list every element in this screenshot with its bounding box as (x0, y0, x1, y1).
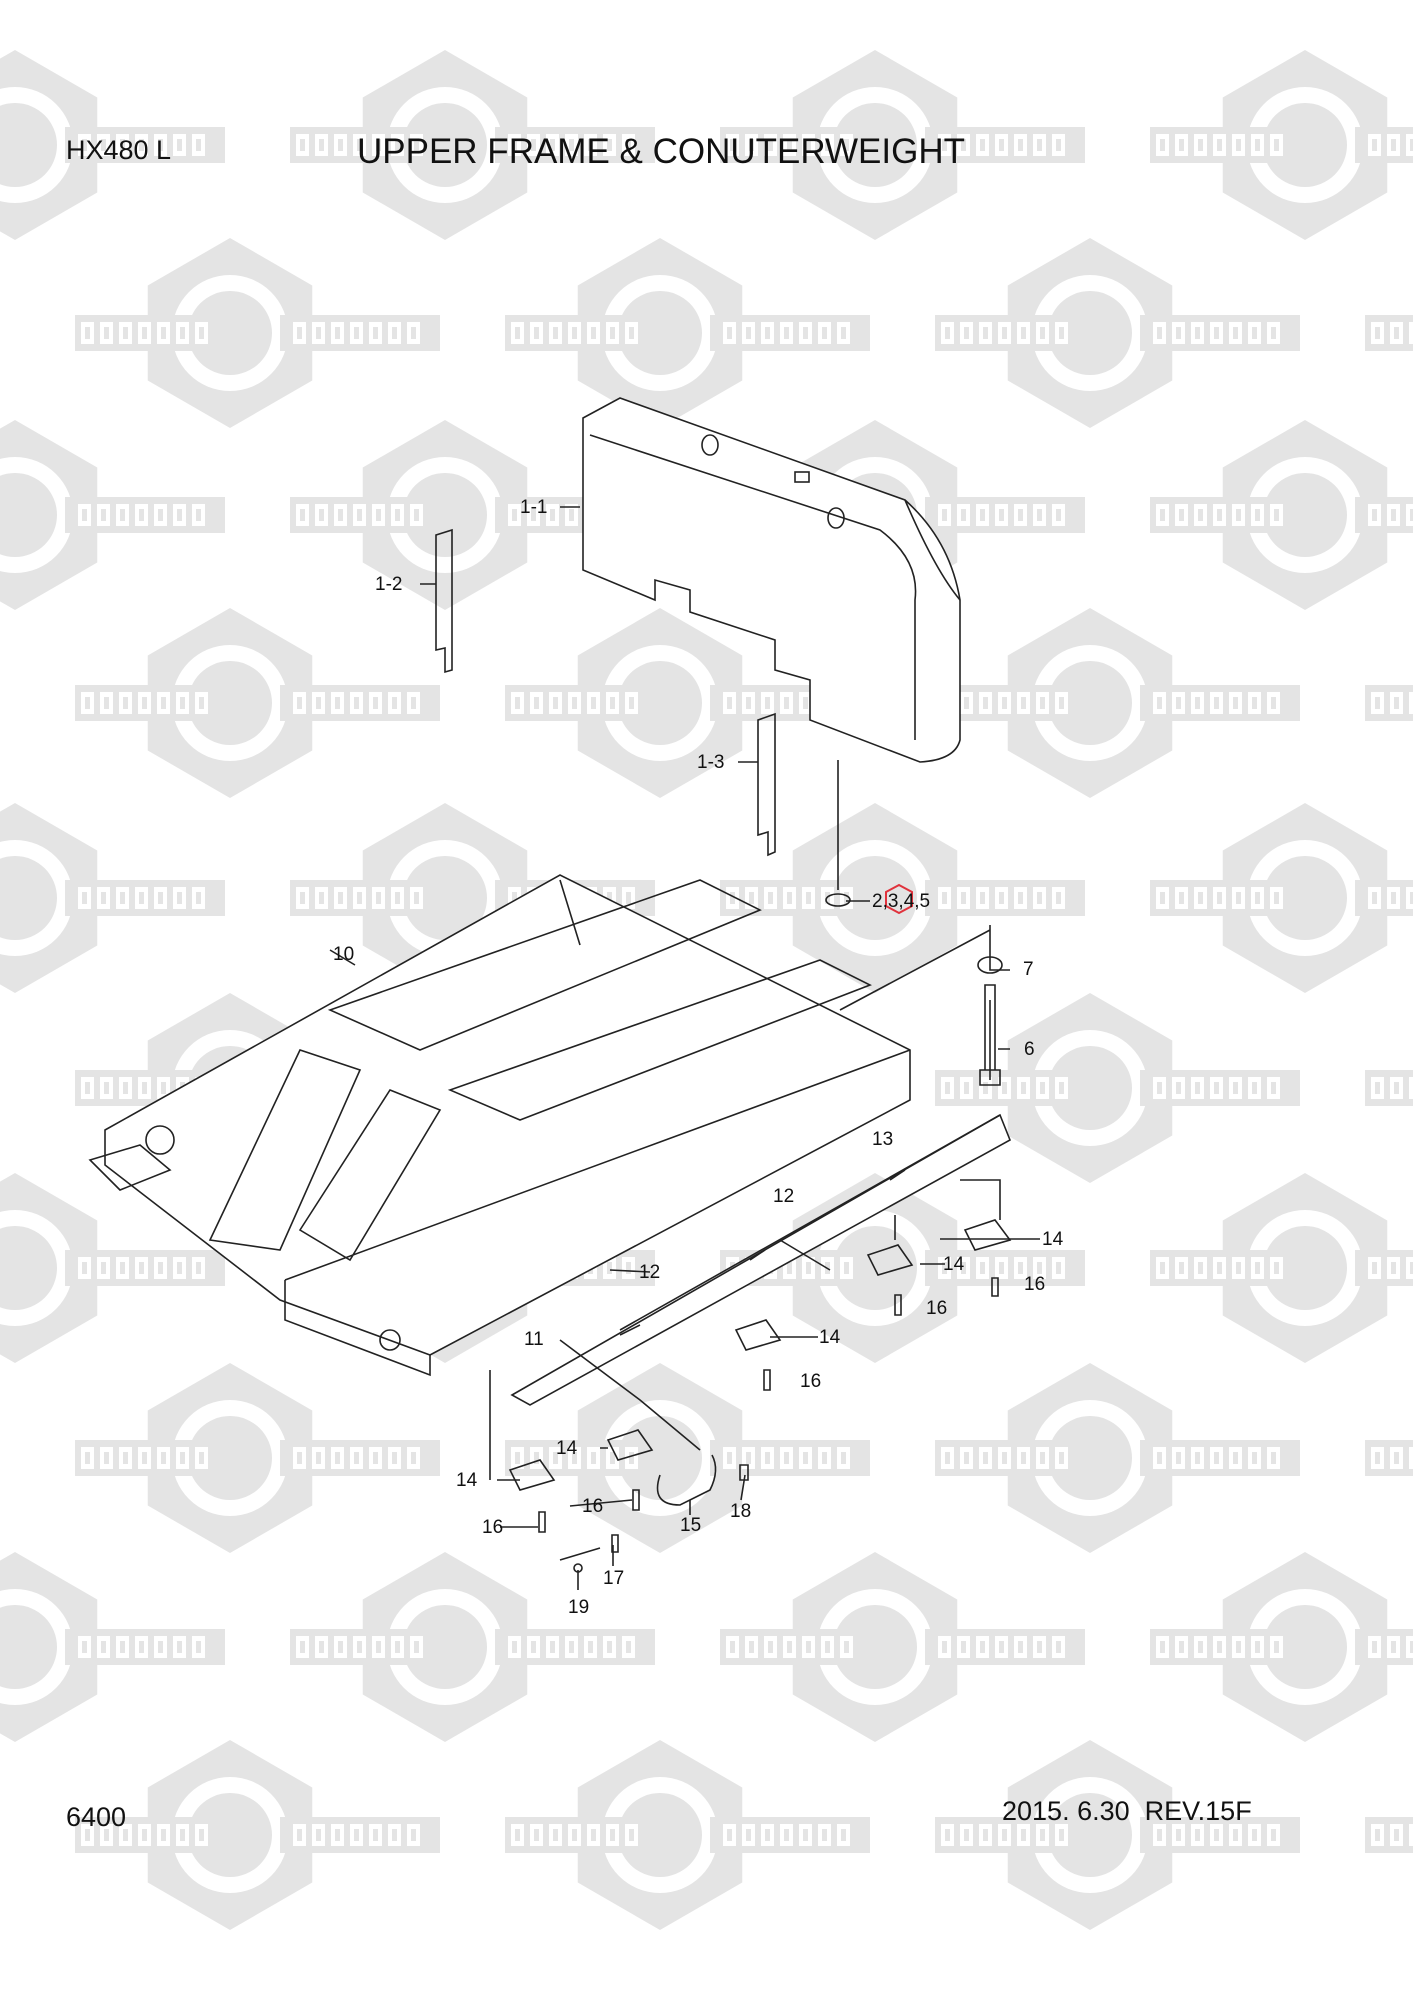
callout-13: 13 (872, 1129, 894, 1150)
bracket-part-14 (606, 1429, 654, 1461)
callout-15: 15 (680, 1515, 702, 1536)
watermark-logo (0, 1552, 225, 1742)
watermark-logo (935, 238, 1300, 428)
watermark-logo (1150, 1173, 1413, 1363)
watermark-logo (0, 420, 225, 610)
callout-18: 18 (730, 1501, 752, 1522)
callout-10: 10 (333, 944, 355, 965)
watermark-logo (0, 803, 225, 993)
callout-16: 16 (926, 1298, 948, 1319)
watermark-logo (1150, 1552, 1413, 1742)
bolt-part-16 (538, 1277, 999, 1533)
bracket-part-14 (866, 1244, 914, 1276)
callout-14: 14 (1042, 1229, 1064, 1250)
callout-1-1: 1-1 (520, 497, 548, 518)
page-number: 6400 (66, 1802, 127, 1832)
callout-1-2: 1-2 (375, 574, 403, 595)
callout-12: 12 (639, 1262, 661, 1283)
callout-17: 17 (603, 1568, 625, 1589)
leader-lines (420, 506, 1010, 1080)
washer-part-2 (825, 893, 851, 907)
callout-6: 6 (1024, 1039, 1035, 1060)
watermark-logo (75, 1363, 440, 1553)
bolt-part-6 (979, 984, 1001, 1086)
watermark-logo (505, 1740, 870, 1930)
watermark-logo (0, 1173, 225, 1363)
callout-19: 19 (568, 1597, 590, 1618)
callout-14: 14 (943, 1254, 965, 1275)
watermark-logo (1365, 1440, 1413, 1476)
callout-14: 14 (556, 1438, 578, 1459)
watermark-logo (935, 1363, 1300, 1553)
bracket-part-14 (734, 1319, 782, 1351)
model-name: HX480 L (66, 135, 172, 165)
washer-part-7 (977, 956, 1003, 974)
handle-part-15 (656, 1454, 717, 1506)
callout-16: 16 (800, 1371, 822, 1392)
watermark-logo (720, 50, 1085, 240)
callout-16: 16 (482, 1517, 504, 1538)
callout-14: 14 (456, 1470, 478, 1491)
watermark-logo (290, 50, 655, 240)
callout-2-3-4-5: 2,3,4,5 (872, 891, 931, 912)
counterweight-part-1-1 (582, 397, 961, 763)
watermark-logo (1365, 315, 1413, 351)
callout-11: 11 (524, 1329, 544, 1350)
callout-14: 14 (819, 1327, 841, 1348)
watermark-logo (0, 50, 225, 240)
watermark-logo (75, 1740, 440, 1930)
pin-part-19 (573, 1563, 583, 1573)
watermark-logo (290, 1552, 655, 1742)
bracket-part-14 (963, 1219, 1012, 1251)
watermark-logo (1365, 1817, 1413, 1853)
callout-1-3: 1-3 (697, 752, 725, 773)
watermark-logo (935, 608, 1300, 798)
step-plates-parts-11-12-13 (510, 1113, 1012, 1406)
watermark-logo (75, 238, 440, 428)
watermark-logo (1150, 50, 1413, 240)
callout-7: 7 (1023, 959, 1034, 980)
watermark-logo (505, 608, 870, 798)
watermark-logo (935, 1740, 1300, 1930)
highlight-hexagon-icon (885, 883, 913, 915)
bracket-part-14 (508, 1459, 556, 1491)
watermark-logo (1150, 803, 1413, 993)
page-title: UPPER FRAME & CONUTERWEIGHT (357, 132, 966, 171)
leader-lines (489, 1179, 1040, 1590)
callout-12: 12 (773, 1186, 795, 1207)
watermark-logo (935, 993, 1300, 1183)
watermark-logo (720, 803, 1085, 993)
callout-16: 16 (582, 1496, 604, 1517)
watermark-logo (1365, 1070, 1413, 1106)
upper-frame-part-10 (88, 874, 911, 1377)
watermark-logo (75, 608, 440, 798)
fitting-part-18 (739, 1464, 749, 1481)
watermark-logo (505, 238, 870, 428)
revision-date: 2015. 6.30 REV.15F (1002, 1796, 1252, 1826)
plate-part-1-3 (757, 712, 776, 857)
watermark-logo (505, 1363, 870, 1553)
plate-part-1-2 (435, 528, 453, 674)
callout-16: 16 (1024, 1274, 1046, 1295)
fitting-part-17 (611, 1534, 619, 1553)
watermark-logo (1365, 685, 1413, 721)
watermark-logo (1150, 420, 1413, 610)
watermark-logo (720, 1552, 1085, 1742)
